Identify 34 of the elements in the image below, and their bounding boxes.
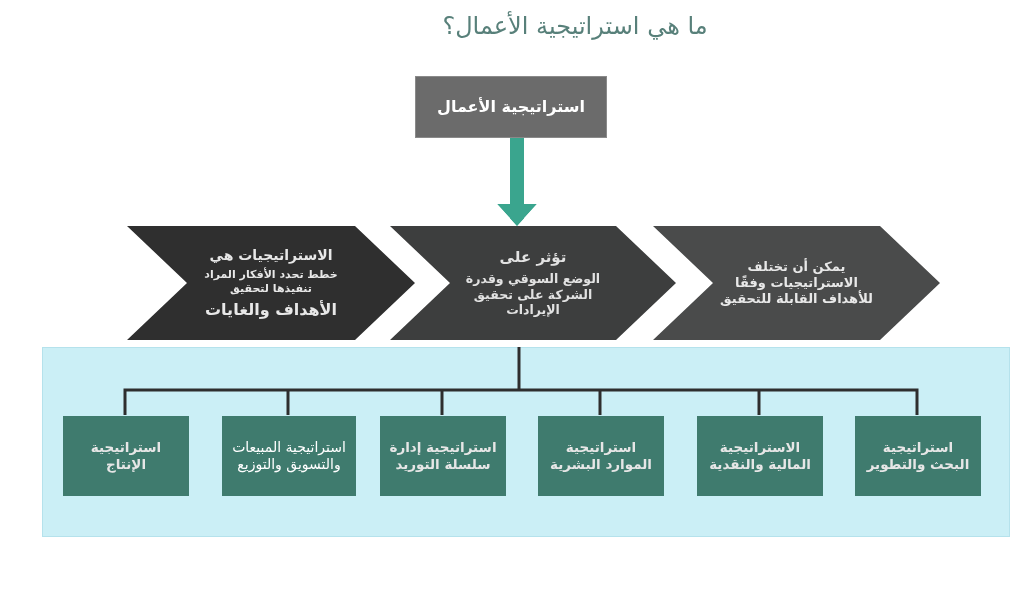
connector-line <box>598 390 602 415</box>
box-label: استراتيجية إدارة سلسلة التوريد <box>388 439 498 473</box>
strategy-box <box>222 416 356 496</box>
box-label: الاستراتيجية المالية والنقدية <box>708 439 812 473</box>
connector-line <box>757 390 761 415</box>
connector-line <box>600 388 759 392</box>
connector-line <box>286 390 290 415</box>
chevron-heading: الاستراتيجيات هي <box>209 246 333 264</box>
box-label: استراتيجية الموارد البشرية <box>549 439 653 473</box>
arrow <box>497 138 537 226</box>
strategy-box <box>380 416 506 496</box>
chevron-text: الوضع السوقي وقدرة الشركة على تحقيق الإيرادات <box>464 270 602 318</box>
strategy-box <box>63 416 189 496</box>
connector-line <box>759 388 919 415</box>
chevron-heading: تؤثر على <box>499 248 567 267</box>
box-label: استراتيجية الأعمال <box>437 97 585 117</box>
process-box <box>415 76 607 138</box>
chevron-text: يمكن أن تختلف الاستراتيجيات وفقًا للأهداف القابلة للتحقيق <box>719 258 874 308</box>
chevron-text: الأهداف والغايات <box>205 299 337 320</box>
box-label: استراتيجية البحث والتطوير <box>865 439 971 473</box>
title: ما هي استراتيجية الأعمال؟ <box>441 12 709 40</box>
chevron-text: خطط تحدد الأفكار المراد تنفيذها لتحقيق <box>203 268 339 296</box>
box-label: استراتيجية الإنتاج <box>89 439 163 473</box>
background-panel <box>42 347 1010 537</box>
connector-line <box>517 347 521 390</box>
connector-line <box>519 388 600 392</box>
connector-line <box>288 388 442 392</box>
box-label: استراتيجية المبيعات والتسويق والتوزيع <box>231 438 347 474</box>
connector-line <box>123 388 288 415</box>
strategy-box <box>855 416 981 496</box>
connector-line <box>442 388 519 392</box>
connector-line <box>440 390 444 415</box>
strategy-box <box>538 416 664 496</box>
strategy-box <box>697 416 823 496</box>
